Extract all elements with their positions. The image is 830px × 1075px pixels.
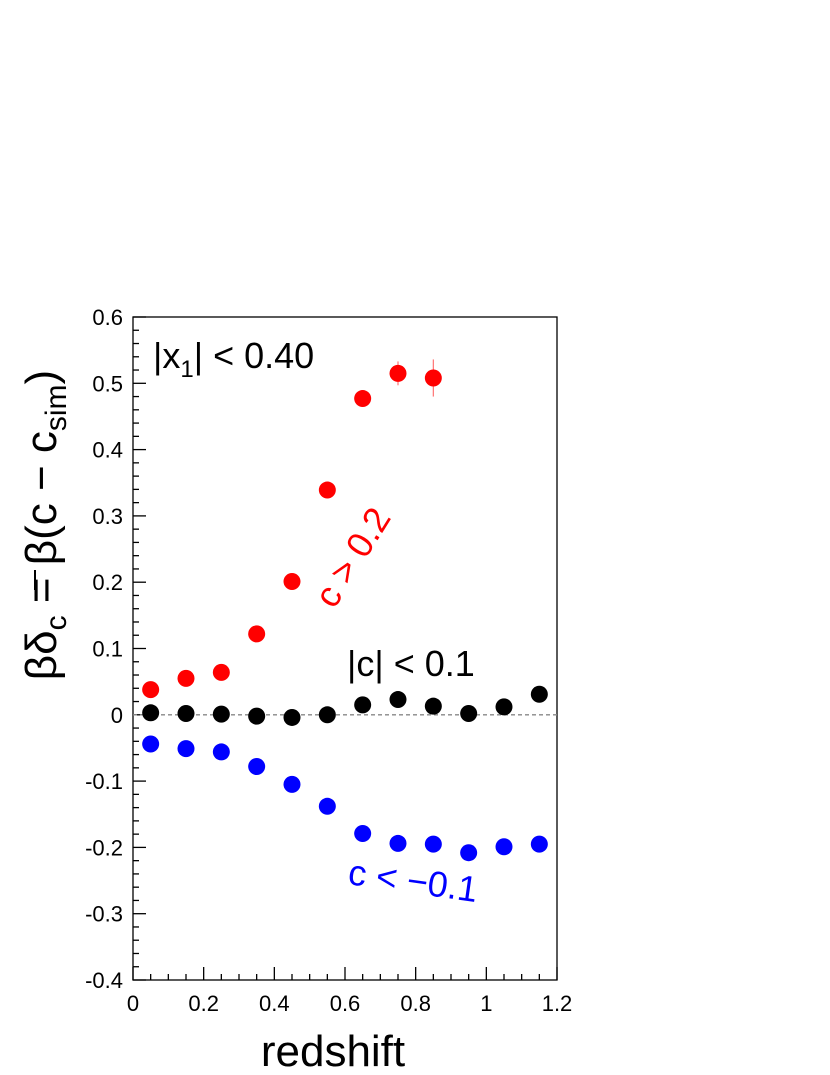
y-axis-title-delta: δ: [17, 630, 66, 655]
data-point: [460, 704, 478, 722]
blue-series: [142, 735, 548, 862]
x-tick-labels: 0 0.2 0.4 0.6 0.8 1 1.2: [127, 991, 572, 1016]
data-point: [283, 775, 301, 793]
x-tick-label: 0.2: [188, 991, 219, 1016]
data-point: [530, 685, 548, 703]
data-point: [460, 844, 478, 862]
header-label-main: |x: [153, 335, 180, 376]
data-point: [389, 691, 407, 709]
data-point: [424, 835, 442, 853]
y-tick-label: -0.3: [85, 902, 123, 927]
header-label-sub: 1: [180, 356, 193, 383]
data-point: [177, 704, 195, 722]
data-point: [177, 669, 195, 687]
data-point: [248, 625, 266, 643]
y-tick-label: -0.2: [85, 835, 123, 860]
axis-ticks: [132, 316, 558, 981]
y-tick-label: 0.6: [92, 305, 123, 330]
x-tick-label: 0.8: [400, 991, 431, 1016]
data-point: [142, 681, 160, 699]
y-axis-title-sub-sim: sim: [40, 384, 73, 431]
y-axis-title-close: ): [17, 370, 66, 385]
data-point: [318, 797, 336, 815]
y-tick-label: 0.4: [92, 438, 123, 463]
data-point: [389, 834, 407, 852]
data-point: [177, 740, 195, 758]
black-series: [142, 685, 548, 726]
y-axis-title-beta: β: [17, 655, 66, 680]
data-point: [424, 697, 442, 715]
data-point: [212, 705, 230, 723]
y-axis-title: βδc = β(c − csim): [17, 370, 73, 680]
header-label-rest: | < 0.40: [194, 335, 314, 376]
y-tick-label: -0.1: [85, 769, 123, 794]
data-point: [495, 698, 513, 716]
data-point: [283, 573, 301, 591]
x-tick-label: 1: [480, 991, 492, 1016]
data-point: [142, 735, 160, 753]
x-tick-label: 0: [127, 991, 139, 1016]
x-tick-label: 1.2: [542, 991, 573, 1016]
y-tick-label: 0.1: [92, 637, 123, 662]
y-tick-label: 0.3: [92, 504, 123, 529]
y-axis-title-mid: = β(c − c: [17, 431, 66, 615]
data-point: [318, 481, 336, 499]
data-point: [354, 390, 372, 408]
header-label: |x1| < 0.40: [153, 335, 314, 383]
x-axis-title: redshift: [261, 1027, 405, 1075]
data-point: [495, 838, 513, 856]
x-tick-label: 0.6: [330, 991, 361, 1016]
y-tick-labels: -0.4 -0.3 -0.2 -0.1 0 0.1 0.2 0.3 0.4 0.5 0.6: [85, 305, 123, 993]
data-point: [354, 824, 372, 842]
data-point: [530, 835, 548, 853]
y-tick-label: 0: [111, 703, 123, 728]
data-point: [248, 758, 266, 776]
data-point: [318, 706, 336, 724]
data-point: [389, 364, 407, 382]
data-point: [212, 663, 230, 681]
data-series: [142, 359, 548, 862]
data-point: [354, 696, 372, 714]
data-point: [424, 369, 442, 387]
y-tick-label: 0.5: [92, 371, 123, 396]
series-label-black: |c| < 0.1: [347, 643, 475, 684]
data-point: [248, 707, 266, 725]
y-axis-title-sub-c: c: [40, 615, 73, 630]
y-tick-label: -0.4: [85, 968, 123, 993]
y-tick-label: 0.2: [92, 570, 123, 595]
x-tick-label: 0.4: [259, 991, 290, 1016]
data-point: [212, 743, 230, 761]
red-series: [142, 359, 442, 699]
data-point: [142, 704, 160, 722]
data-point: [283, 708, 301, 726]
